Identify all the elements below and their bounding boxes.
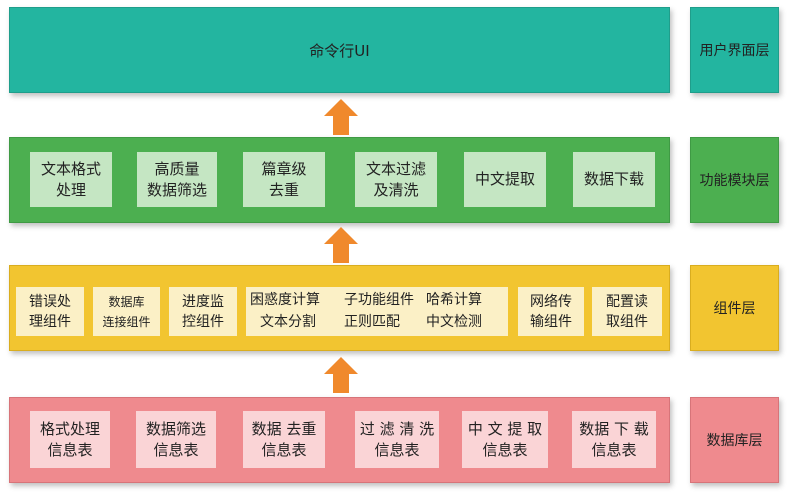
component-line: 控组件 bbox=[182, 313, 224, 330]
grid-text-split: 文本分割 bbox=[260, 314, 316, 330]
ui-layer-name: 用户界面层 bbox=[699, 43, 770, 59]
table-line: 格式处理 bbox=[39, 419, 100, 438]
grid-hash: 哈希计算 bbox=[426, 292, 482, 308]
function-layer-name: 功能模块层 bbox=[699, 173, 770, 189]
table-line: 信息表 bbox=[591, 440, 637, 459]
component-progress-monitor: 进度监 控组件 bbox=[169, 287, 237, 336]
module-quality-filter: 高质量 数据筛选 bbox=[137, 152, 217, 207]
component-line: 进度监 bbox=[182, 293, 224, 310]
table-line: 信息表 bbox=[261, 440, 307, 459]
subfunction-component-grid: 困惑度计算 子功能组件 哈希计算 文本分割 正则匹配 中文检测 bbox=[246, 287, 508, 336]
module-line: 文本格式 bbox=[40, 159, 101, 178]
module-line: 数据下载 bbox=[583, 170, 644, 188]
component-layer: 错误处 理组件 数据库 连接组件 进度监 控组件 困惑度计算 子功能组件 哈希计… bbox=[9, 265, 670, 351]
component-line: 错误处 bbox=[29, 293, 71, 310]
table-line: 中 文 提 取 bbox=[467, 419, 543, 438]
table-line: 数据 去重 bbox=[251, 419, 317, 438]
component-layer-label: 组件层 bbox=[690, 265, 779, 351]
module-dedup: 篇章级 去重 bbox=[243, 152, 325, 207]
function-layer-label: 功能模块层 bbox=[690, 137, 779, 223]
module-line: 及清洗 bbox=[373, 180, 419, 199]
module-line: 数据筛选 bbox=[146, 180, 207, 199]
component-line: 连接组件 bbox=[102, 314, 151, 329]
ui-layer-label: 用户界面层 bbox=[690, 7, 779, 93]
table-data-filter: 数据筛选 信息表 bbox=[136, 411, 216, 468]
table-line: 信息表 bbox=[374, 440, 420, 459]
module-line: 处理 bbox=[55, 180, 86, 199]
table-line: 数据筛选 bbox=[145, 419, 206, 438]
table-filter-clean: 过 滤 清 洗 信息表 bbox=[355, 411, 439, 468]
module-text-format: 文本格式 处理 bbox=[30, 152, 112, 207]
grid-regex: 正则匹配 bbox=[344, 314, 400, 330]
grid-chinese-detect: 中文检测 bbox=[426, 314, 482, 330]
module-line: 高质量 bbox=[154, 159, 200, 178]
grid-subfunction: 子功能组件 bbox=[344, 292, 414, 308]
table-dedup: 数据 去重 信息表 bbox=[243, 411, 325, 468]
database-layer-label: 数据库层 bbox=[690, 397, 779, 483]
table-line: 信息表 bbox=[482, 440, 528, 459]
module-chinese-extract: 中文提取 bbox=[464, 152, 546, 207]
component-error-handling: 错误处 理组件 bbox=[16, 287, 84, 336]
table-format-processing: 格式处理 信息表 bbox=[30, 411, 110, 468]
up-arrow-icon bbox=[323, 98, 359, 136]
component-network: 网络传 输组件 bbox=[518, 287, 584, 336]
table-line: 数据 下 载 bbox=[579, 419, 649, 438]
function-module-layer: 文本格式 处理 高质量 数据筛选 篇章级 去重 文本过滤 及清洗 中文提取 数据… bbox=[9, 137, 670, 223]
component-line: 数据库 bbox=[108, 294, 145, 309]
component-layer-name: 组件层 bbox=[713, 301, 756, 317]
database-layer: 格式处理 信息表 数据筛选 信息表 数据 去重 信息表 过 滤 清 洗 信息表 … bbox=[9, 397, 670, 483]
table-line: 信息表 bbox=[47, 440, 93, 459]
database-layer-name: 数据库层 bbox=[706, 433, 763, 449]
ui-layer: 命令行UI bbox=[9, 7, 670, 93]
table-line: 信息表 bbox=[153, 440, 199, 459]
module-line: 去重 bbox=[268, 180, 299, 199]
up-arrow-icon bbox=[323, 356, 359, 394]
module-line: 文本过滤 bbox=[365, 159, 426, 178]
module-line: 中文提取 bbox=[474, 170, 535, 188]
module-text-cleaning: 文本过滤 及清洗 bbox=[355, 152, 437, 207]
component-line: 取组件 bbox=[606, 313, 648, 330]
module-line: 篇章级 bbox=[261, 159, 307, 178]
component-line: 理组件 bbox=[29, 313, 71, 330]
command-line-ui-label: 命令行UI bbox=[309, 41, 370, 60]
component-line: 配置读 bbox=[606, 293, 648, 310]
up-arrow-icon bbox=[323, 226, 359, 264]
module-data-download: 数据下载 bbox=[573, 152, 655, 207]
component-db-connection: 数据库 连接组件 bbox=[93, 287, 160, 336]
component-line: 网络传 bbox=[530, 293, 572, 310]
component-config-reader: 配置读 取组件 bbox=[592, 287, 662, 336]
grid-perplexity: 困惑度计算 bbox=[250, 292, 320, 308]
component-line: 输组件 bbox=[530, 313, 572, 330]
table-data-download: 数据 下 载 信息表 bbox=[572, 411, 656, 468]
table-chinese-extract: 中 文 提 取 信息表 bbox=[462, 411, 548, 468]
table-line: 过 滤 清 洗 bbox=[359, 419, 435, 438]
